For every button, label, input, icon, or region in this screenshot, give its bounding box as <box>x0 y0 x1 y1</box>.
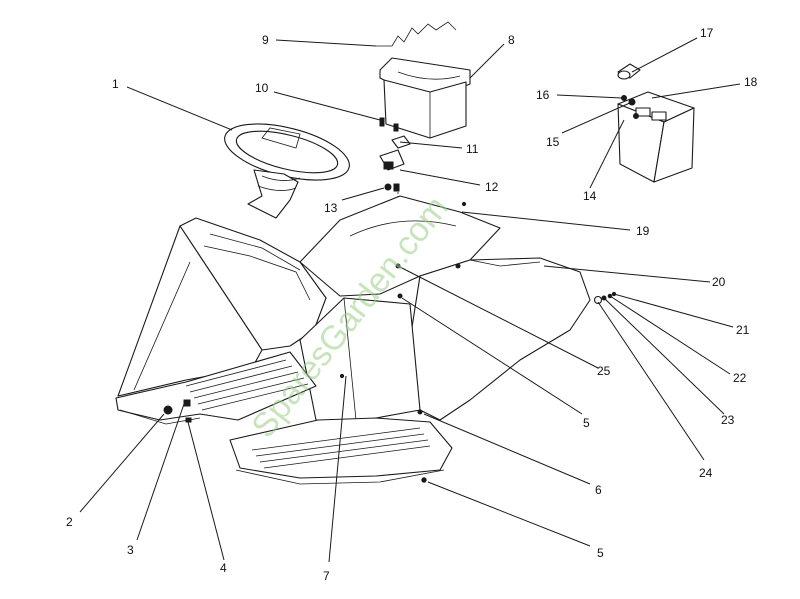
callout-7: 7 <box>323 569 330 583</box>
callout-6: 6 <box>595 483 602 497</box>
callout-13: 13 <box>324 201 338 215</box>
callout-numbers: 1 2 3 4 5 5 6 7 8 9 10 11 12 13 14 15 16… <box>66 26 758 583</box>
seat-cushion-part <box>379 57 471 139</box>
callout-8: 8 <box>508 33 515 47</box>
callout-2: 2 <box>66 515 73 529</box>
battery-part <box>617 91 695 183</box>
callout-4: 4 <box>220 561 227 575</box>
leader-lines <box>79 37 741 563</box>
callout-20: 20 <box>712 275 726 289</box>
callout-16: 16 <box>536 88 550 102</box>
body-frame-part <box>115 195 591 485</box>
callout-21: 21 <box>736 323 750 337</box>
callout-25: 25 <box>597 364 611 378</box>
left-footboard-ribs <box>185 359 309 411</box>
seat-spring-rod-part <box>376 21 457 47</box>
callout-5-lower: 5 <box>597 546 604 560</box>
callout-14: 14 <box>583 189 597 203</box>
callout-12: 12 <box>485 180 499 194</box>
callout-10: 10 <box>255 81 269 95</box>
callout-9: 9 <box>262 33 269 47</box>
callout-22: 22 <box>733 371 747 385</box>
callout-11: 11 <box>466 142 479 156</box>
callout-3: 3 <box>127 543 134 557</box>
callout-17: 17 <box>700 26 714 40</box>
callout-15: 15 <box>546 135 560 149</box>
steering-wheel-part <box>224 123 350 219</box>
callout-1: 1 <box>112 77 119 91</box>
ignition-switch-part <box>379 117 411 210</box>
callout-5-upper: 5 <box>583 416 590 430</box>
callout-19: 19 <box>636 224 650 238</box>
callout-23: 23 <box>721 413 735 427</box>
connector-plug-part <box>617 63 641 80</box>
callout-18: 18 <box>744 75 758 89</box>
callout-24: 24 <box>699 466 713 480</box>
side-hardware-part <box>593 291 617 305</box>
